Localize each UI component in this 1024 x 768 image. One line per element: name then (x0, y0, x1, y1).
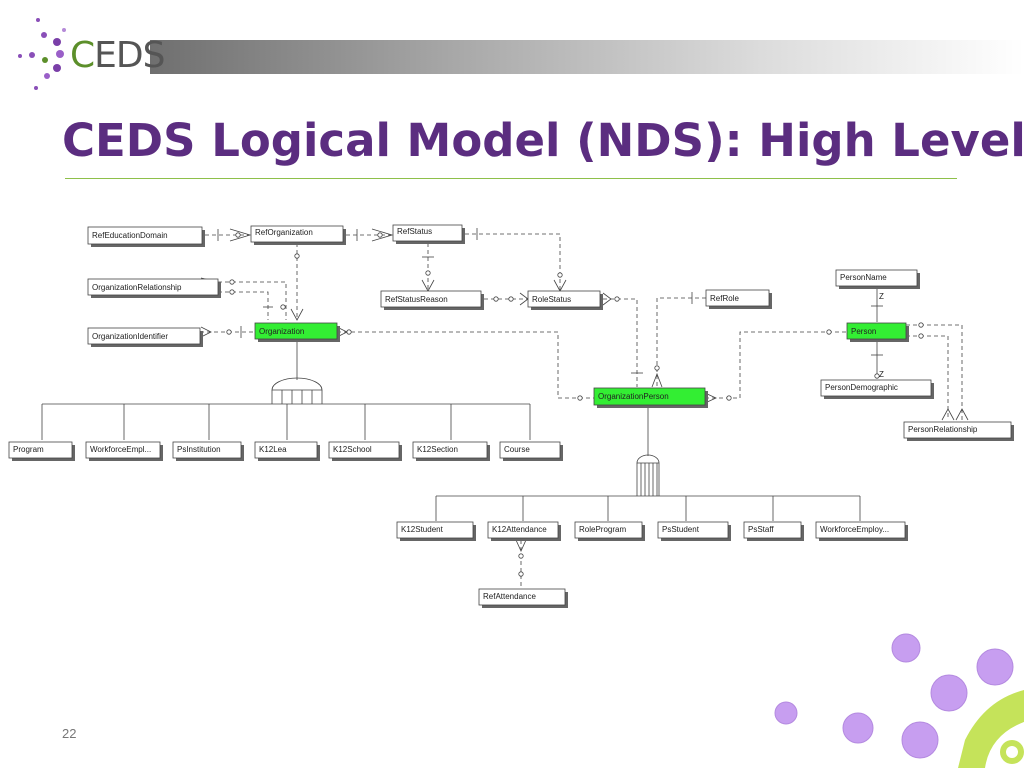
entity-ref-attendance: RefAttendance (478, 588, 568, 608)
entity-label: K12Attendance (492, 525, 547, 534)
entity-ref-status-reason: RefStatusReason (380, 290, 484, 310)
entity-ref-status: RefStatus (392, 224, 465, 244)
entity-k12-lea: K12Lea (254, 441, 320, 461)
z-marker-person-demographic: Z (879, 370, 884, 379)
entity-label: RefStatus (397, 227, 432, 236)
entity-label: K12Student (401, 525, 444, 534)
entity-person-demographic: PersonDemographic (820, 379, 934, 399)
entity-label: Program (13, 445, 44, 454)
entity-label: K12School (333, 445, 372, 454)
logo-initial: C (70, 35, 95, 76)
entity-k12-section: K12Section (412, 441, 490, 461)
ceds-logo: CEDS (70, 34, 165, 78)
entity-label: RoleProgram (579, 525, 626, 534)
entity-workforce-employ: WorkforceEmploy... (815, 521, 908, 541)
entity-label: RoleStatus (532, 295, 571, 304)
entity-label: Course (504, 445, 530, 454)
entity-label: OrganizationRelationship (92, 283, 182, 292)
entity-k12-student: K12Student (396, 521, 476, 541)
page-title: CEDS Logical Model (NDS): High Level (62, 114, 1024, 167)
entity-organization-identifier: OrganizationIdentifier (87, 327, 203, 347)
entity-program: Program (8, 441, 75, 461)
entity-ps-staff: PsStaff (743, 521, 804, 541)
entity-label: RefEducationDomain (92, 231, 168, 240)
title-divider (65, 178, 957, 179)
entity-label: RefStatusReason (385, 295, 448, 304)
entity-label: PersonName (840, 273, 887, 282)
entity-label: PersonDemographic (825, 383, 898, 392)
entity-label: RefAttendance (483, 592, 536, 601)
connectors (41, 228, 963, 589)
entity-role-program: RoleProgram (574, 521, 645, 541)
logo-text: EDS (94, 35, 165, 76)
subtype-symbols (271, 377, 660, 496)
entity-label: WorkforceEmploy... (820, 525, 889, 534)
page-number: 22 (62, 726, 77, 741)
entity-label: PsStaff (748, 525, 774, 534)
entity-person: Person (846, 322, 909, 342)
entity-course: Course (499, 441, 563, 461)
entity-ps-student: PsStudent (657, 521, 731, 541)
entity-label: Person (851, 327, 876, 336)
entity-label: RefRole (710, 294, 739, 303)
entity-label: OrganizationPerson (598, 392, 669, 401)
entity-workforce-empl: WorkforceEmpl... (85, 441, 163, 461)
entity-organization-relationship: OrganizationRelationship (87, 278, 221, 298)
entity-organization: Organization (254, 322, 340, 342)
relationship-markers (200, 228, 969, 552)
entity-label: PsInstitution (177, 445, 221, 454)
z-marker-person-name: Z (879, 292, 884, 301)
entity-person-relationship: PersonRelationship (903, 421, 1014, 441)
logo-dots (18, 18, 66, 90)
entity-label: K12Lea (259, 445, 287, 454)
entity-ref-organization: RefOrganization (250, 225, 346, 245)
entity-label: K12Section (417, 445, 458, 454)
entity-ps-institution: PsInstitution (172, 441, 244, 461)
entity-ref-education-domain: RefEducationDomain (87, 226, 205, 247)
header-gradient-bar (150, 40, 1024, 74)
entity-ref-role: RefRole (705, 289, 772, 309)
entity-label: PsStudent (662, 525, 700, 534)
entity-role-status: RoleStatus (527, 290, 603, 310)
entity-label: WorkforceEmpl... (90, 445, 151, 454)
entity-organization-person: OrganizationPerson (593, 387, 708, 408)
entity-k12-attendance: K12Attendance (487, 521, 561, 541)
entity-label: OrganizationIdentifier (92, 332, 168, 341)
entity-person-name: PersonName (835, 269, 920, 289)
entity-label: RefOrganization (255, 228, 313, 237)
entity-label: PersonRelationship (908, 425, 978, 434)
entity-label: Organization (259, 327, 304, 336)
entity-k12-school: K12School (328, 441, 402, 461)
